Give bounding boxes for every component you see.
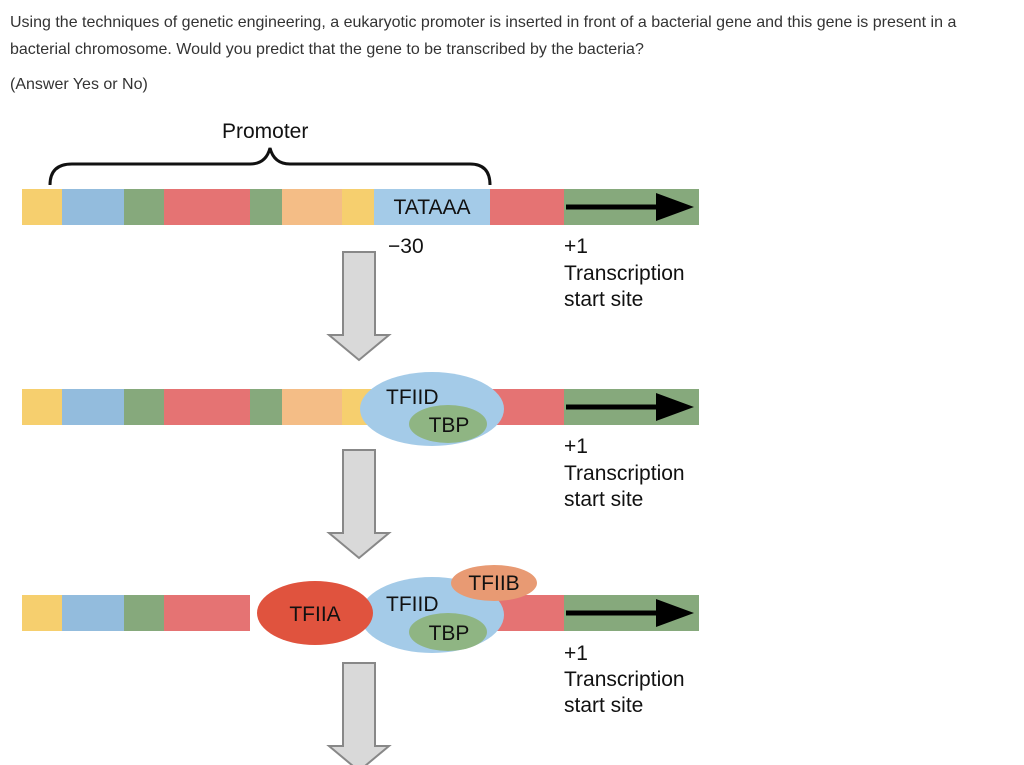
plus1-label: +1 (564, 235, 588, 258)
dna-segment-red (164, 595, 250, 631)
answer-hint: (Answer Yes or No) (10, 76, 148, 93)
start-site-label-line2: start site (564, 488, 643, 511)
dna-segment-red (490, 189, 564, 225)
start-site-label-line2: start site (564, 694, 643, 717)
tata-box (374, 189, 490, 225)
dna-segment-green (124, 389, 164, 425)
stage-1: Promoter TATAAA −30 +1 Transcription sta… (22, 120, 699, 311)
down-arrow (326, 251, 392, 362)
tfiid-label: TFIID (386, 593, 439, 616)
position-minus30-label: −30 (388, 235, 424, 258)
tbp-label: TBP (429, 622, 470, 645)
start-site-label-line1: Transcription (564, 462, 685, 485)
dna-segment-yellow (22, 189, 62, 225)
dna-segment-blue (62, 595, 124, 631)
start-site-label-line1: Transcription (564, 668, 685, 691)
tbp-protein (409, 613, 487, 651)
dna-segment-blue (62, 189, 124, 225)
plus1-label: +1 (564, 435, 588, 458)
tfiia-label: TFIIA (289, 603, 340, 626)
promoter-diagram: Promoter TATAAA −30 +1 Transcription sta… (0, 100, 760, 765)
dna-segment-orange (282, 389, 342, 425)
transcription-arrowhead (656, 393, 694, 421)
tfiib-protein (451, 565, 537, 601)
tfiid-label: TFIID (386, 386, 439, 409)
promoter-label: Promoter (222, 120, 308, 143)
dna-segment-yellow (22, 595, 62, 631)
dna-segment-red (164, 389, 250, 425)
tata-box-label: TATAAA (393, 196, 470, 219)
dna-segment-green (250, 189, 282, 225)
transcription-arrowhead (656, 599, 694, 627)
dna-segment-red (164, 189, 250, 225)
start-site-label-line1: Transcription (564, 262, 685, 285)
dna-segment-blue (62, 389, 124, 425)
dna-segment-green (124, 189, 164, 225)
dna-segment-orange (282, 189, 342, 225)
tfiib-label: TFIIB (468, 572, 519, 595)
stage-3: TFIIA TFIIB TFIID TBP +1 Transcription s… (22, 565, 699, 717)
stage-2: TFIID TBP +1 Transcription start site (22, 372, 699, 511)
plus1-label: +1 (564, 642, 588, 665)
promoter-brace (48, 147, 492, 186)
down-arrow (326, 662, 392, 765)
dna-segment-green (250, 389, 282, 425)
dna-segment-green (124, 595, 164, 631)
tbp-label: TBP (429, 414, 470, 437)
dna-segment-yellow (22, 389, 62, 425)
dna-segment-yellow (342, 189, 374, 225)
question-text: Using the techniques of genetic engineer… (10, 14, 957, 58)
transcription-arrowhead (656, 193, 694, 221)
down-arrow (326, 449, 392, 560)
start-site-label-line2: start site (564, 288, 643, 311)
tfiia-protein (257, 581, 373, 645)
tbp-protein (409, 405, 487, 443)
